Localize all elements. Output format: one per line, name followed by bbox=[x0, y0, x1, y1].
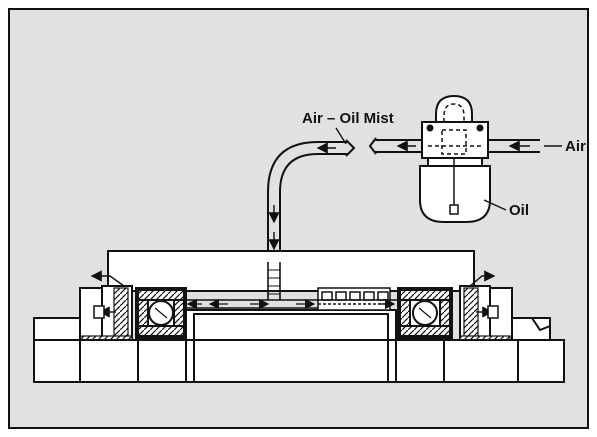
distribution-channel bbox=[186, 299, 398, 309]
mist-pipe bbox=[267, 139, 356, 262]
mist-leader-line bbox=[335, 127, 347, 145]
air-label: Air bbox=[565, 138, 586, 155]
air-oil-mist-label: Air – Oil Mist bbox=[302, 110, 394, 127]
oil-label: Oil bbox=[509, 202, 529, 219]
spacer-ring bbox=[185, 309, 397, 383]
feed-passage bbox=[267, 262, 281, 300]
right-bearing bbox=[397, 287, 453, 339]
nozzles bbox=[93, 305, 499, 319]
labyrinth-spacer bbox=[317, 287, 391, 311]
oil-leader-line bbox=[483, 199, 507, 211]
shaft-end-collars bbox=[33, 317, 551, 341]
left-bearing bbox=[135, 287, 187, 339]
shaft bbox=[33, 339, 565, 383]
air-pipe bbox=[368, 137, 540, 155]
mist-flow-arrows bbox=[268, 142, 336, 251]
oil-reservoir bbox=[419, 94, 491, 223]
